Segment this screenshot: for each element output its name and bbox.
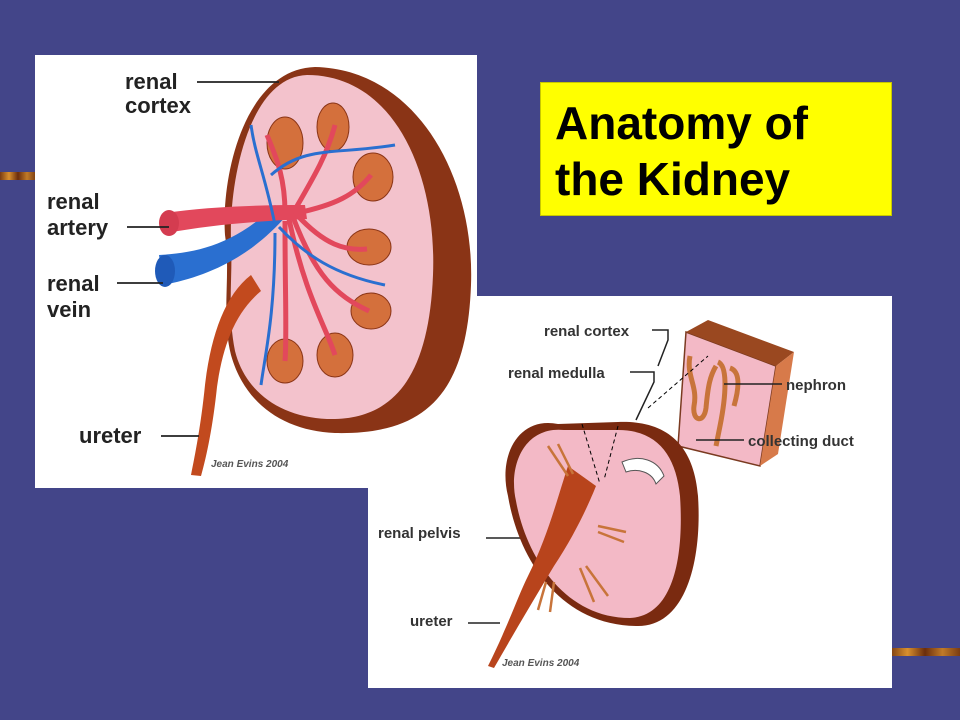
title-box: Anatomy of the Kidney [540,82,892,216]
label-renal-vein-line2: vein [47,297,91,322]
signature-left: Jean Evins 2004 [211,459,289,470]
curved-arrow-icon [621,458,665,485]
kidney-cross-section-diagram: renal cortex renal artery renal vein ure… [47,67,472,476]
kidney-half-illustration [488,421,699,668]
decorative-bar-right [890,648,960,656]
label-renal-cortex: renal cortex [544,323,630,340]
label-nephron: nephron [786,377,846,394]
slide-title: Anatomy of the Kidney [555,97,808,205]
label-renal-pelvis: renal pelvis [378,525,461,542]
panel-kidney-cross-section: renal cortex renal artery renal vein ure… [35,55,477,488]
label-renal-cortex-line1: renal [125,69,178,94]
label-renal-artery-line2: artery [47,215,109,240]
kidney-detail-diagram: renal cortex renal medulla nephron colle… [378,320,854,669]
signature-right: Jean Evins 2004 [502,658,580,669]
label-renal-medulla: renal medulla [508,365,605,382]
label-renal-artery-line1: renal [47,189,100,214]
label-renal-vein-line1: renal [47,271,100,296]
decorative-bar-left [0,172,36,180]
label-renal-cortex-line2: cortex [125,93,192,118]
label-ureter-detail: ureter [410,613,453,630]
panel-kidney-detail: renal cortex renal medulla nephron colle… [368,296,892,688]
label-ureter: ureter [79,423,142,448]
kidney-cross-section-illustration [155,67,472,476]
label-collecting-duct: collecting duct [748,433,854,450]
